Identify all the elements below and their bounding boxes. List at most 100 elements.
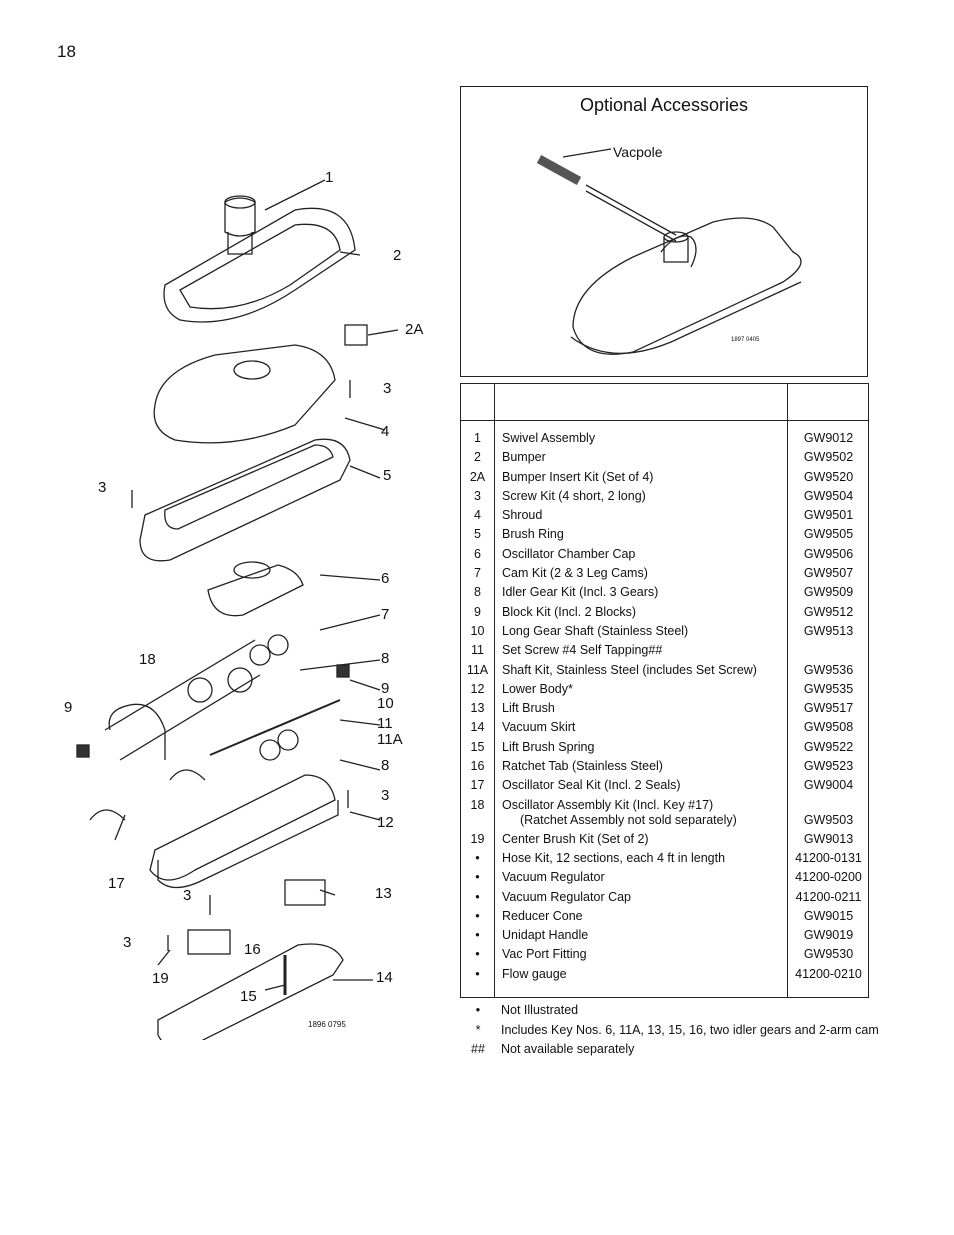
part-number: • <box>475 870 480 885</box>
callout-11a: 11A <box>377 731 403 748</box>
part-description: Unidapt Handle <box>502 928 589 943</box>
part-description: Reducer Cone <box>502 908 583 923</box>
callout-18: 18 <box>139 651 156 668</box>
callout-3: 3 <box>383 380 392 397</box>
callout-3: 3 <box>381 787 390 804</box>
vacpole-label: Vacpole <box>613 144 663 160</box>
part-code: GW9507 <box>803 566 854 581</box>
part-number: • <box>475 947 480 962</box>
callout-15: 15 <box>240 988 257 1005</box>
part-description: Ratchet Tab (Stainless Steel) <box>502 759 663 774</box>
part-description: Idler Gear Kit (Incl. 3 Gears) <box>502 585 659 600</box>
part-number: 3 <box>474 488 481 503</box>
note-not-available: ## Not available separately <box>471 1042 635 1056</box>
part-code: 41200-0131 <box>795 850 862 865</box>
callout-10: 10 <box>377 695 394 712</box>
part-number: 7 <box>474 566 481 581</box>
part-description: Vacuum Regulator Cap <box>502 889 632 904</box>
part-number: 14 <box>470 720 485 735</box>
diagram-code: 1896 0795 <box>308 1020 346 1029</box>
callout-9: 9 <box>64 699 73 716</box>
part-code: 41200-0200 <box>795 870 862 885</box>
table-row: • Vacuum Regulator 41200-0200 <box>461 867 868 886</box>
part-description: Vac Port Fitting <box>502 947 587 962</box>
part-code: GW9501 <box>803 508 854 523</box>
part-code: 41200-0211 <box>795 889 862 904</box>
part-number: 17 <box>470 778 485 793</box>
callout-13: 13 <box>375 885 392 902</box>
part-number: 18 <box>470 797 485 812</box>
callout-8: 8 <box>381 650 390 667</box>
part-description: Oscillator Chamber Cap <box>502 546 636 561</box>
part-code: GW9506 <box>803 546 854 561</box>
part-number: 16 <box>470 759 485 774</box>
part-number: 4 <box>474 508 481 523</box>
part-number: • <box>475 928 480 943</box>
part-code: GW9508 <box>803 720 854 735</box>
table-row: 4 Shroud GW9501 <box>461 505 868 524</box>
part-code: GW9517 <box>803 701 854 716</box>
callout-3: 3 <box>98 479 107 496</box>
part-description: Screw Kit (4 short, 2 long) <box>502 488 646 503</box>
part-number: 12 <box>470 681 485 696</box>
exploded-parts-diagram <box>76 179 399 1040</box>
callout-2a: 2A <box>405 321 424 338</box>
vacpole-illustration <box>536 148 802 355</box>
part-code: GW9530 <box>803 947 854 962</box>
callout-3: 3 <box>123 934 132 951</box>
callout-16: 16 <box>244 941 261 958</box>
part-number: 15 <box>470 739 485 754</box>
callout-4: 4 <box>381 423 390 440</box>
callout-11: 11 <box>377 715 393 732</box>
part-description: Flow gauge <box>502 966 567 981</box>
part-number: 5 <box>474 527 481 542</box>
part-description: Shroud <box>502 508 543 523</box>
part-code: GW9509 <box>803 585 854 600</box>
part-number: 9 <box>474 604 481 619</box>
callout-17: 17 <box>108 875 125 892</box>
part-description: Block Kit (Incl. 2 Blocks) <box>502 604 637 619</box>
table-row: 11A Shaft Kit, Stainless Steel (includes … <box>461 660 868 679</box>
table-row: • Reducer Cone GW9015 <box>461 906 868 925</box>
part-description-note: (Ratchet Assembly not sold separately) <box>520 812 737 827</box>
part-description: Shaft Kit, Stainless Steel (includes Set… <box>502 662 757 677</box>
part-description: Center Brush Kit (Set of 2) <box>502 831 649 846</box>
part-description: Lower Body* <box>502 681 573 696</box>
part-description: Hose Kit, 12 sections, each 4 ft in leng… <box>502 850 726 865</box>
table-row: 6 Oscillator Chamber Cap GW9506 <box>461 544 868 563</box>
table-row: • Vac Port Fitting GW9530 <box>461 944 868 963</box>
part-description: Vacuum Regulator <box>502 870 605 885</box>
callout-7: 7 <box>381 606 390 623</box>
part-code: 41200-0210 <box>795 966 862 981</box>
part-code: GW9504 <box>803 488 854 503</box>
part-number: 11A <box>466 662 489 677</box>
part-description: Bumper <box>502 450 546 465</box>
part-number: 6 <box>474 546 481 561</box>
part-number: 11 <box>471 643 484 658</box>
part-number: • <box>475 889 480 904</box>
part-code: GW9503 <box>803 812 854 827</box>
notes: • Not Illustrated * Includes Key Nos. 6,… <box>460 1003 900 1062</box>
part-code: GW9004 <box>803 778 854 793</box>
part-number: • <box>475 850 480 865</box>
part-number: • <box>475 908 480 923</box>
part-description: Brush Ring <box>502 527 564 542</box>
part-description: Lift Brush <box>502 701 555 716</box>
part-code: GW9013 <box>803 831 854 846</box>
part-code: GW9015 <box>803 908 854 923</box>
part-code: GW9522 <box>803 739 854 754</box>
callout-2: 2 <box>393 247 402 264</box>
part-number: 2 <box>474 450 481 465</box>
